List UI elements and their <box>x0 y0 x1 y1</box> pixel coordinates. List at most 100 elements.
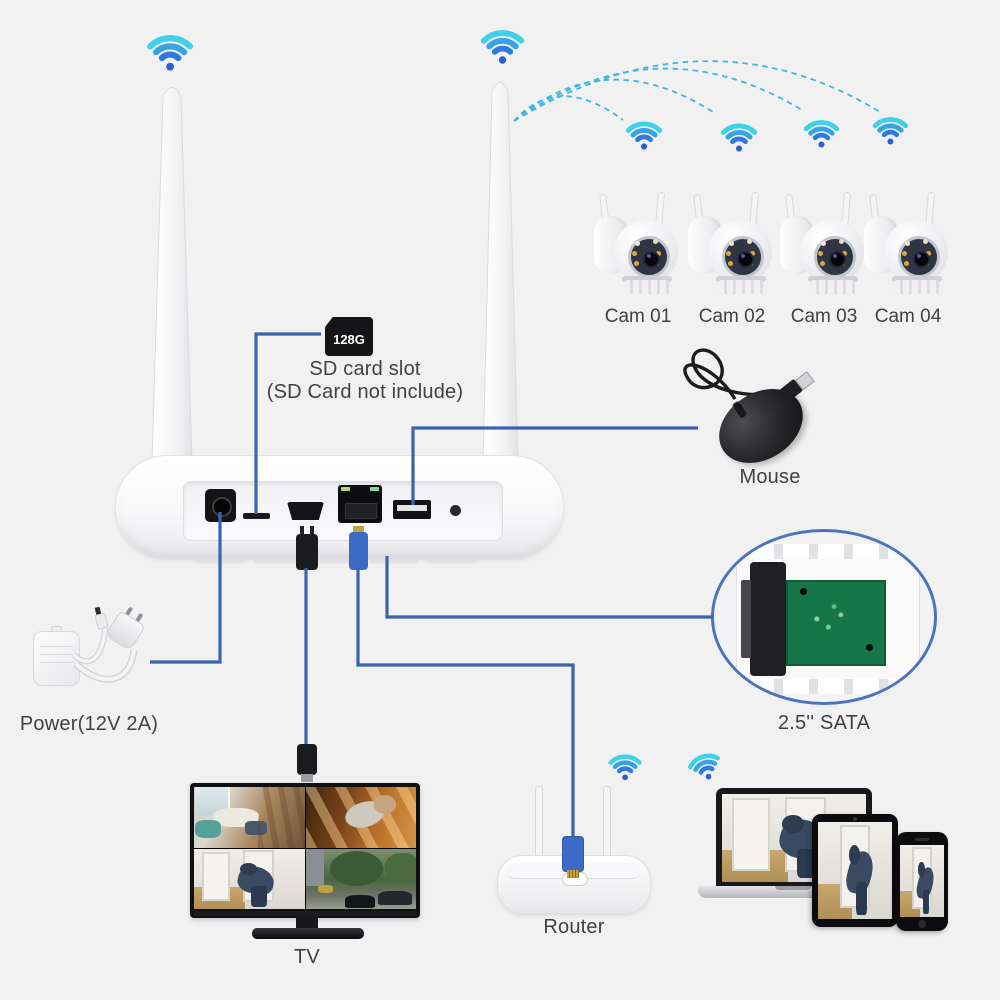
tv-feed-livingroom <box>194 787 305 848</box>
sata-label: 2.5'' SATA <box>777 712 871 734</box>
router-label: Router <box>543 916 605 938</box>
camera-lens <box>913 251 930 268</box>
sd-caption-line2: (SD Card not include) <box>266 381 464 403</box>
lens-glint <box>741 254 745 258</box>
power-label: Power(12V 2A) <box>19 713 159 735</box>
camera-lens <box>643 251 660 268</box>
camera-led-lights <box>635 241 640 246</box>
dc-plug-body <box>94 612 109 630</box>
tablet <box>812 814 898 927</box>
dc-power-port <box>205 489 236 522</box>
phone-speaker <box>915 838 929 841</box>
connector-lines <box>150 332 713 842</box>
hdmi-prong <box>300 526 304 535</box>
phone-screen <box>900 845 944 917</box>
line-sata <box>385 556 713 619</box>
hdmi-prong <box>310 526 314 535</box>
wifi-icon-left-antenna <box>150 38 190 70</box>
power-adapter-box <box>33 631 80 686</box>
router-antenna-left <box>535 786 543 863</box>
laptop-notch <box>775 886 811 890</box>
signal-arc-cam-04 <box>513 60 881 122</box>
camera-label: Cam 02 <box>698 306 766 327</box>
sd-card-slot-port <box>243 513 270 519</box>
dc-pin <box>212 497 232 517</box>
tv-feed-hallway <box>194 848 305 909</box>
camera-neck <box>718 280 764 294</box>
phone <box>896 832 948 931</box>
camera-neck <box>894 280 940 294</box>
camera-2: Cam 02 <box>684 191 780 332</box>
camera-neck-rim <box>716 276 766 282</box>
tablet-camera-dot <box>853 817 857 821</box>
ethernet-cable-connector <box>349 526 368 570</box>
pcb-screw <box>800 588 807 595</box>
wifi-icon-cam-02 <box>723 126 754 152</box>
camera-led-lights <box>905 241 910 246</box>
mouse-label: Mouse <box>739 466 801 488</box>
hdd-bracket <box>750 562 786 676</box>
usb-port <box>393 500 431 519</box>
tv-feed-baby <box>305 787 416 848</box>
sd-slot-caption: SD card slot (SD Card not include) <box>255 358 475 404</box>
rj45-contacts <box>353 526 364 534</box>
hdmi-port <box>287 502 324 520</box>
lan-led-green <box>370 487 379 491</box>
signal-arc-cam-03 <box>513 67 803 122</box>
camera-4: Cam 04 <box>860 191 956 332</box>
camera-label: Cam 01 <box>604 306 672 327</box>
tv-label: TV <box>294 946 320 968</box>
hdmi-plug-to-tv <box>297 744 317 782</box>
rj45-connector-body <box>349 532 368 570</box>
rj45-plug-body <box>562 836 584 872</box>
tv-feed-street <box>305 848 416 909</box>
wireless-signal-arcs <box>513 60 881 122</box>
adapter-seams <box>40 646 73 647</box>
sata-bay-inset <box>711 529 937 705</box>
camera-1: Cam 01 <box>590 191 686 332</box>
lens-glint <box>647 254 651 258</box>
wifi-icon-cam-04 <box>875 120 906 145</box>
tv-chin-bezel <box>194 911 416 916</box>
camera-led-lights <box>821 241 826 246</box>
lan-port <box>338 485 382 523</box>
tv-stand-neck <box>296 916 318 930</box>
camera-led-lights <box>729 241 734 246</box>
nvr-antenna-left <box>151 87 193 463</box>
wifi-icon-mobile-devices <box>688 752 723 783</box>
wifi-icon-cam-01 <box>628 124 659 150</box>
camera-neck-rim <box>808 276 858 282</box>
camera-neck-rim <box>622 276 672 282</box>
chassis-tabs-top <box>748 544 914 559</box>
tv-quad-screen <box>194 787 416 909</box>
tv-stand-base <box>252 928 364 939</box>
camera-label: Cam 04 <box>874 306 942 327</box>
signal-arc-cam-02 <box>513 78 717 122</box>
wifi-icon-right-antenna <box>484 33 521 64</box>
phone-home-button <box>918 920 926 928</box>
power-euro-plug <box>104 603 149 652</box>
lens-glint <box>833 254 837 258</box>
sd-card: 128G <box>325 317 373 356</box>
pcb-screw <box>866 644 873 651</box>
usb-tongue <box>397 505 427 511</box>
green-pcb <box>786 580 886 666</box>
tv <box>190 783 420 918</box>
lan-socket <box>345 503 377 519</box>
router-antenna-right <box>603 786 611 863</box>
lens-glint <box>917 254 921 258</box>
camera-neck <box>624 280 670 294</box>
wifi-icon-router <box>611 757 640 781</box>
camera-lens <box>829 251 846 268</box>
chassis-tabs-bottom <box>748 679 914 694</box>
camera-3: Cam 03 <box>776 191 872 332</box>
rj45-plug-contacts <box>567 870 579 878</box>
hdmi-cable-connector <box>296 526 318 570</box>
hdmi-plug-body <box>297 744 317 775</box>
power-dc-plug <box>93 606 109 630</box>
camera-neck <box>810 280 856 294</box>
hdmi-connector-body <box>296 534 318 570</box>
lan-led-amber <box>341 487 350 491</box>
camera-label: Cam 03 <box>790 306 858 327</box>
